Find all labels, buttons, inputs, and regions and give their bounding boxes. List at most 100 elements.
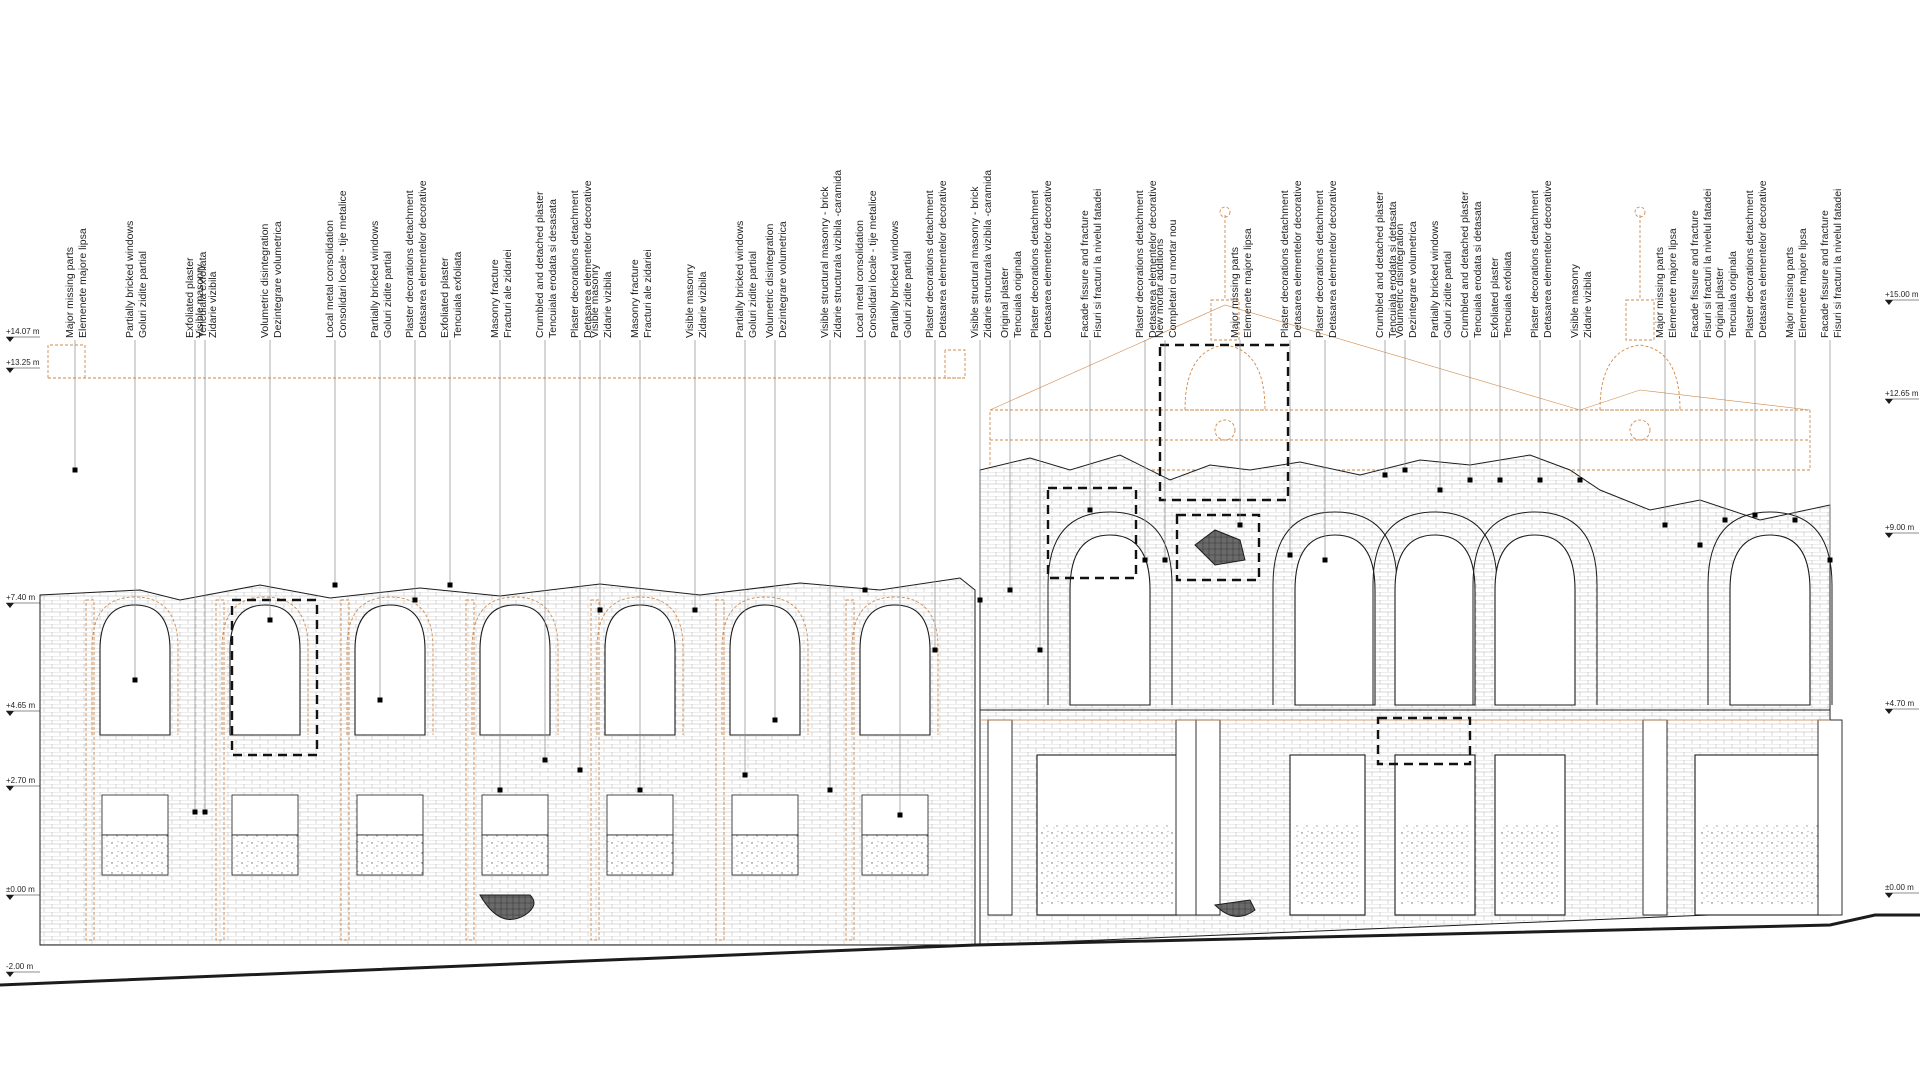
tower-finial <box>1219 206 1231 218</box>
rubble-infill <box>356 834 424 876</box>
callout-label-ro: Goluri zidite partial <box>1442 251 1454 338</box>
callout-marker <box>1037 647 1043 653</box>
callout-marker <box>332 582 338 588</box>
bricked-opening <box>101 794 169 836</box>
arch-window-4 <box>1472 511 1598 706</box>
rubble-infill <box>1399 825 1471 905</box>
callout-marker <box>977 597 983 603</box>
callout-label-en: Major missing parts <box>1229 247 1241 338</box>
left-window <box>215 596 309 941</box>
callout-label-ro: Tencuiala exfoliata <box>452 251 464 338</box>
callout-label-en: Plaster decorations detachment <box>404 190 416 338</box>
callout-label-en: Major missing parts <box>1784 247 1796 338</box>
level-label: +4.65 m <box>6 701 35 710</box>
damage-highlight-frame <box>1158 343 1290 502</box>
rubble-infill <box>481 834 549 876</box>
callout-marker <box>1467 477 1473 483</box>
window-opening <box>1069 534 1151 706</box>
window-opening <box>729 604 801 736</box>
door-opening-2 <box>1289 754 1366 916</box>
callout-label-ro: Detasarea elementelor decorative <box>937 180 949 338</box>
rubble-infill <box>101 834 169 876</box>
level-triangle <box>6 603 14 608</box>
recon-mid-pier <box>944 349 966 379</box>
callout-label-ro: Zidarie vizibila <box>697 271 709 338</box>
column <box>1642 719 1668 916</box>
level-triangle <box>1885 300 1893 305</box>
callout-marker <box>577 767 583 773</box>
callout-label-en: Plaster decorations detachment <box>1744 190 1756 338</box>
reconstruction-outline <box>47 206 1811 471</box>
callout-label-en: Major missing parts <box>64 247 76 338</box>
callout-marker <box>542 757 548 763</box>
callout-label-en: Partially bricked windows <box>889 221 901 338</box>
callout-marker <box>897 812 903 818</box>
callout-label-ro: Dezintegrare volumetrica <box>1407 221 1419 338</box>
rubble-infill <box>861 834 929 876</box>
tower-lantern <box>1210 299 1240 341</box>
column <box>987 719 1013 916</box>
callout-label-en: Partially bricked windows <box>1429 221 1441 338</box>
callout-label-ro: Tencuiala erodata si detasata <box>1472 201 1484 338</box>
window-surround <box>1707 511 1833 705</box>
callout-marker <box>1287 552 1293 558</box>
callout-label-ro: Zidarie structurala vizibila -caramida <box>832 170 844 338</box>
arch-window-2 <box>1272 511 1398 706</box>
callout-label-en: Major missing parts <box>1654 247 1666 338</box>
callout-marker <box>1007 587 1013 593</box>
callout-label-ro: Detasarea elementelor decorative <box>1327 180 1339 338</box>
callout-marker <box>1537 477 1543 483</box>
callout-label-en: Plaster decorations detachment <box>1029 190 1041 338</box>
tower-lantern <box>1625 299 1655 341</box>
window-surround <box>1272 511 1398 705</box>
callout-label-ro: Fisuri si fracturi la nivelul fatadei <box>1092 189 1104 338</box>
callout-marker <box>1752 512 1758 518</box>
callout-label-ro: Tencuiala erodata si desasata <box>547 199 559 338</box>
callout-marker <box>1322 557 1328 563</box>
damage-highlight-frame <box>1175 513 1261 582</box>
callout-marker <box>1722 517 1728 523</box>
callout-label-ro: Tencuiala originala <box>1727 251 1739 338</box>
bricked-opening <box>731 794 799 836</box>
roof-slope-right <box>1579 389 1811 411</box>
callout-label-en: Visible masonry <box>1569 263 1581 338</box>
level-triangle <box>1885 893 1893 898</box>
callout-label-ro: Elemenete majore lipsa <box>1797 228 1809 338</box>
callout-label-ro: Detasarea elementelor decorative <box>1542 180 1554 338</box>
callout-label-ro: Goluri zidite partial <box>137 251 149 338</box>
callout-label-ro: Elemenete majore lipsa <box>1667 228 1679 338</box>
level-triangle <box>6 895 14 900</box>
callout-label-ro: Detasarea elementelor decorative <box>582 180 594 338</box>
column <box>1195 719 1221 916</box>
window-opening <box>859 604 931 736</box>
level-triangle <box>6 337 14 342</box>
tower-clock <box>1629 419 1651 441</box>
pilaster <box>715 599 725 941</box>
rubble-infill <box>1499 825 1561 905</box>
callout-label-ro: Zidarie vizibila <box>1582 271 1594 338</box>
callout-label-ro: Consolidari locale - tije metalice <box>867 190 879 338</box>
callout-marker <box>1402 467 1408 473</box>
rubble-infill <box>1699 825 1826 905</box>
callout-label-en: Volumetric disintegration <box>259 223 271 338</box>
callout-label-ro: Zidarie vizibila <box>602 271 614 338</box>
callout-marker <box>1697 542 1703 548</box>
callout-label-en: Partially bricked windows <box>734 221 746 338</box>
callout-label-ro: Goluri zidite partial <box>747 251 759 338</box>
window-opening <box>354 604 426 736</box>
level-label: +9.00 m <box>1885 523 1914 532</box>
level-label: ±0.00 m <box>6 885 35 894</box>
ground-line <box>0 913 1920 987</box>
callout-marker <box>932 647 938 653</box>
